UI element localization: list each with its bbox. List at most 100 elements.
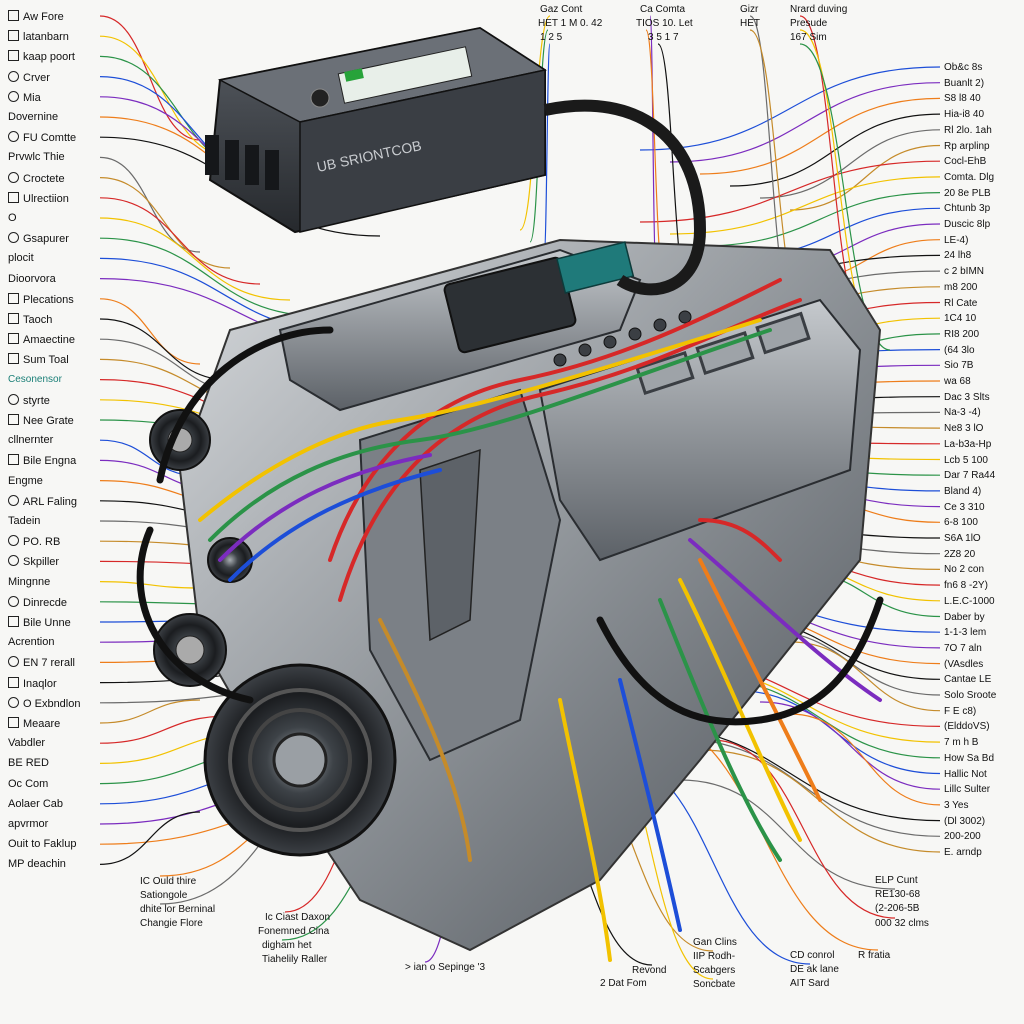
- callout-text: Daber by: [944, 611, 985, 623]
- callout-text: Lillc Sulter: [944, 784, 991, 796]
- callout-label: Chtunb 3p: [944, 203, 990, 214]
- callout-label: Fonemned Cina: [258, 926, 329, 937]
- callout-label: HET 1 M 0. 42: [538, 18, 602, 29]
- callout-label: > ian o Sepinge '3: [405, 962, 485, 973]
- callout-text: (VAsdles: [944, 658, 984, 670]
- callout-label: Lcb 5 100: [944, 455, 988, 466]
- callout-label: No 2 con: [944, 564, 984, 575]
- callout-label: (64 3lo: [944, 345, 975, 356]
- square-marker-icon: [8, 353, 19, 365]
- callout-text: kaap poort: [23, 51, 75, 64]
- callout-label: EN 7 rerall: [8, 656, 75, 669]
- callout-label: Gizr: [740, 4, 758, 15]
- callout-text: c 2 bIMN: [944, 266, 985, 278]
- fuse-block: [556, 241, 635, 294]
- callout-text: Revond: [632, 965, 667, 976]
- callout-text: Hallic Not: [944, 768, 987, 780]
- leader-line: [789, 713, 941, 806]
- callout-text: Mia: [23, 91, 41, 104]
- callout-label: Gaz Cont: [540, 4, 582, 15]
- callout-text: E. arndp: [944, 847, 982, 858]
- leader-line: [669, 737, 941, 837]
- leader-line: [679, 779, 896, 890]
- callout-text: Gizr: [740, 4, 759, 15]
- callout-label: 3 5 1 7: [648, 32, 679, 43]
- callout-label: latanbarn: [8, 30, 69, 43]
- callout-label: S8 l8 40: [944, 93, 981, 104]
- callout-label: IC Ould thire: [140, 876, 196, 887]
- callout-text: Cocl-EhB: [944, 156, 987, 168]
- callout-text: CD conrol: [790, 950, 835, 961]
- callout-text: Comta. Dlg: [944, 171, 995, 183]
- callout-text: (64 3lo: [944, 344, 975, 356]
- leader-line: [669, 176, 941, 235]
- callout-label: Dioorvora: [8, 273, 56, 285]
- callout-text: cllnernter: [8, 434, 54, 447]
- callout-label: Engme: [8, 475, 43, 487]
- callout-label: RE130-68: [875, 889, 920, 900]
- leader-line: [639, 160, 941, 223]
- leader-line: [99, 177, 231, 269]
- callout-text: apvrmor: [8, 818, 49, 830]
- callout-label: E. arndp: [944, 847, 982, 858]
- callout-text: Dac 3 Slts: [944, 391, 990, 403]
- callout-text: Prvwlc Thie: [8, 151, 65, 164]
- callout-text: Tadein: [8, 515, 41, 527]
- callout-label: digham het: [262, 940, 311, 951]
- leader-line: [99, 581, 201, 589]
- callout-text: 1 2 5: [540, 32, 563, 43]
- callout-text: (2-206-5B: [875, 903, 920, 914]
- callout-label: Cantae LE: [944, 674, 991, 685]
- wiring-harness: [136, 278, 884, 962]
- callout-text: R fratia: [858, 950, 891, 961]
- callout-text: FU Comtte: [23, 132, 77, 145]
- callout-label: Hia-i8 40: [944, 109, 984, 120]
- tensioner-pulley: [207, 537, 253, 583]
- wire-strand: [658, 598, 782, 862]
- circle-marker-icon: [8, 595, 19, 607]
- callout-label: Soncbate: [693, 979, 735, 990]
- leader-line: [99, 217, 291, 301]
- circle-marker-icon: [8, 70, 19, 82]
- wire-strand: [136, 526, 254, 704]
- callout-text: 7O 7 aln: [944, 642, 982, 654]
- callout-text: m8 200: [944, 281, 978, 293]
- circle-marker-icon: [8, 696, 19, 708]
- callout-label: 7O 7 aln: [944, 643, 982, 654]
- callout-label: Rl Cate: [944, 298, 977, 309]
- callout-label: Scabgers: [693, 965, 735, 976]
- callout-text: 20 8e PLB: [944, 187, 991, 199]
- callout-text: Cantae LE: [944, 674, 992, 686]
- callout-label: TIOS 10. Let: [636, 18, 693, 29]
- square-marker-icon: [8, 676, 19, 688]
- callout-label: CD conrol: [790, 950, 834, 961]
- callout-text: RE130-68: [875, 889, 921, 900]
- callout-text: Nrard duving: [790, 4, 848, 15]
- callout-label: 2Z8 20: [944, 549, 975, 560]
- leader-line: [759, 701, 941, 790]
- callout-label: Buanlt 2): [944, 78, 984, 89]
- leader-line: [99, 15, 201, 141]
- callout-text: PO. RB: [23, 536, 61, 549]
- callout-text: O: [8, 212, 17, 224]
- callout-label: 20 8e PLB: [944, 188, 991, 199]
- callout-label: Oc Com: [8, 778, 48, 790]
- wire-strand: [698, 518, 782, 562]
- callout-text: Gaz Cont: [540, 4, 583, 15]
- idler-pulley: [153, 613, 227, 687]
- callout-label: Sationgole: [140, 890, 187, 901]
- callout-label: Rp arplinp: [944, 141, 990, 152]
- callout-text: How Sa Bd: [944, 752, 995, 764]
- callout-label: HET: [740, 18, 760, 29]
- callout-label: plocit: [8, 252, 34, 264]
- square-marker-icon: [8, 313, 19, 324]
- wire-strand: [688, 538, 882, 702]
- callout-text: IC Ould thire: [140, 876, 197, 887]
- callout-label: S6A 1lO: [944, 533, 981, 544]
- wire-strand: [208, 328, 772, 542]
- callout-text: RI8 200: [944, 328, 980, 340]
- callout-label: Tiahelily Raller: [262, 954, 327, 965]
- callout-text: Changie Flore: [140, 918, 203, 929]
- callout-text: Rl Cate: [944, 297, 978, 309]
- callout-text: Ce 3 310: [944, 501, 985, 513]
